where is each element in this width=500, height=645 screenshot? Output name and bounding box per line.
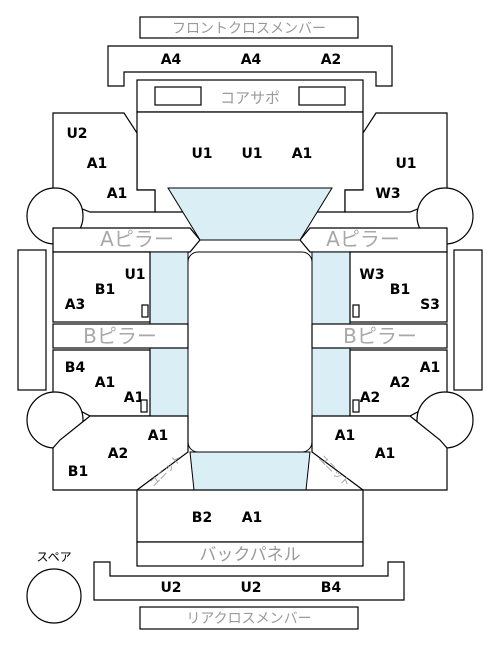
back-panel-label: バックパネル xyxy=(199,545,300,565)
mid-left-panel xyxy=(52,251,151,323)
rear-right-lower-panel xyxy=(311,415,448,491)
rear-left-lower-code-2: A2 xyxy=(108,446,129,462)
core-support-right-slot xyxy=(298,86,346,106)
front-left-code-1: U2 xyxy=(66,126,87,142)
front-window xyxy=(167,187,333,241)
right-rocker-front xyxy=(311,251,351,325)
core-support-left-slot xyxy=(154,86,202,106)
mid-right-marker xyxy=(352,304,360,318)
rear-cross-member-label: リアクロスメンバー xyxy=(186,611,311,627)
rear-left-lower-code-1: A1 xyxy=(148,428,169,444)
left-rocker-front xyxy=(149,251,189,325)
rear-cross-member-label-box xyxy=(139,606,359,630)
spare-tire xyxy=(26,568,82,624)
b-pillar-right-label: Bピラー xyxy=(343,324,417,348)
rear-left-lower-panel xyxy=(52,415,189,491)
front-right-panel xyxy=(344,112,448,213)
core-support-label: コアサポ xyxy=(220,89,280,107)
rear-right-upper-code-1: A1 xyxy=(420,360,441,376)
front-cross-member xyxy=(107,45,393,87)
right-side-sill xyxy=(453,249,483,391)
a-pillar-right-label: Aピラー xyxy=(326,227,400,251)
spare-label: スペア xyxy=(36,550,71,564)
rear-right-upper-code-3: A2 xyxy=(360,390,381,406)
front-cross-member-label: フロントクロスメンバー xyxy=(172,21,326,37)
cabin-opening xyxy=(187,251,313,453)
front-cm-code-3: A2 xyxy=(321,52,342,68)
b-pillar-left xyxy=(52,323,189,349)
mid-left-marker xyxy=(141,304,149,318)
front-right-code-1: U1 xyxy=(395,156,416,172)
front-left-code-3: A1 xyxy=(107,186,128,202)
rear-cm-code-3: B4 xyxy=(321,580,342,596)
front-cm-code-2: A4 xyxy=(241,52,262,68)
core-area-code-3: A1 xyxy=(292,146,313,162)
right-rocker-rear xyxy=(311,347,351,417)
rear-left-lower-code-3: B1 xyxy=(68,464,88,480)
rear-left-upper-code-1: B4 xyxy=(65,360,86,376)
core-area-code-2: U1 xyxy=(241,146,262,162)
rear-right-lower-code-1: A1 xyxy=(335,428,356,444)
front-cm-code-1: A4 xyxy=(161,52,182,68)
rear-cm-code-2: U2 xyxy=(240,580,261,596)
back-area-code-1: B2 xyxy=(192,510,212,526)
rear-right-marker xyxy=(352,399,360,413)
rear-cross-member xyxy=(93,561,405,601)
mid-right-panel xyxy=(349,251,448,323)
rear-left-marker xyxy=(140,399,148,413)
rear-cm-code-1: U2 xyxy=(160,580,181,596)
front-cross-member-label-box xyxy=(139,16,359,39)
b-pillar-left-label: Bピラー xyxy=(83,324,157,348)
mid-right-code-3: S3 xyxy=(420,297,440,313)
mid-left-code-3: A3 xyxy=(65,297,86,313)
back-panel xyxy=(136,541,364,567)
rear-right-upper-code-2: A2 xyxy=(390,375,411,391)
mid-left-code-1: U1 xyxy=(124,267,145,283)
rear-right-lower-code-2: A1 xyxy=(375,446,396,462)
mid-left-code-2: B1 xyxy=(95,282,115,298)
a-pillar-left-label: Aピラー xyxy=(100,227,174,251)
rear-window xyxy=(189,451,311,491)
front-left-code-2: A1 xyxy=(87,156,108,172)
mid-right-code-2: B1 xyxy=(390,282,410,298)
rear-left-upper-code-2: A1 xyxy=(95,375,116,391)
b-pillar-right xyxy=(311,323,448,349)
a-pillar-left xyxy=(52,227,201,253)
back-area-code-2: A1 xyxy=(242,510,263,526)
mid-right-code-1: W3 xyxy=(359,267,384,283)
left-rocker-rear xyxy=(149,347,189,417)
front-right-code-2: W3 xyxy=(375,186,400,202)
left-side-sill xyxy=(17,249,47,391)
rear-left-upper-code-3: A1 xyxy=(124,390,145,406)
core-area-code-1: U1 xyxy=(191,146,212,162)
